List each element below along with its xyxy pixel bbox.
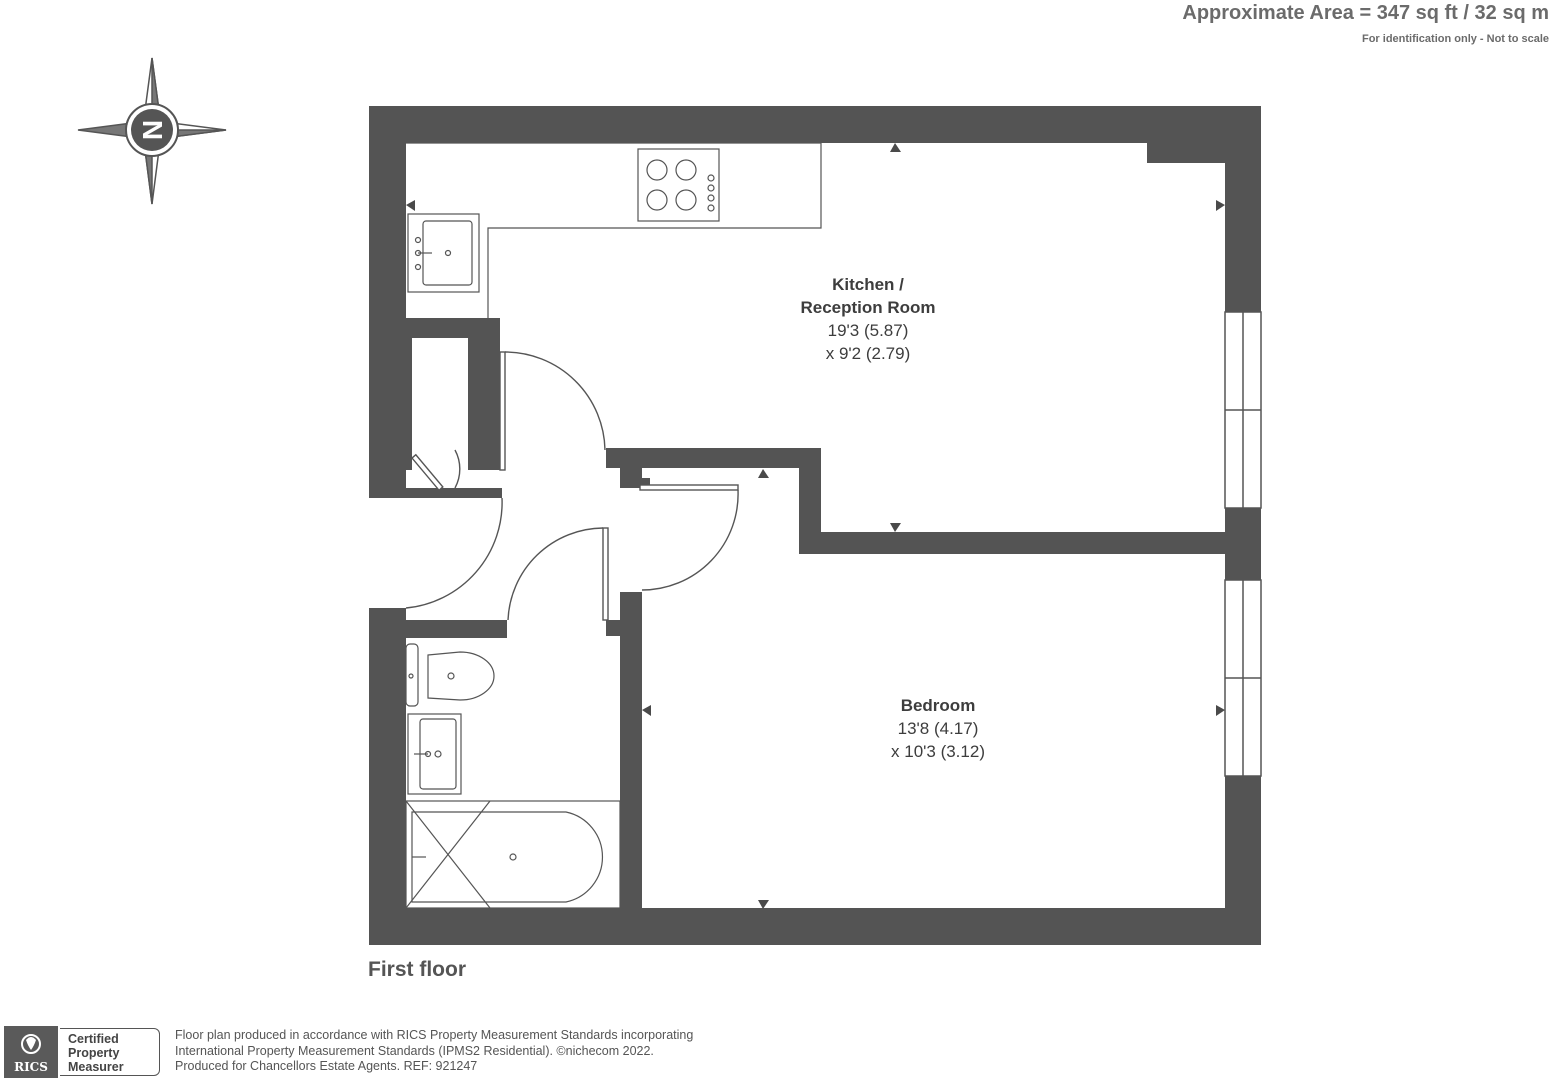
room-name: Kitchen / xyxy=(832,275,904,294)
rics-badge-text: RICS xyxy=(14,1060,48,1074)
bathroom-fittings xyxy=(405,643,621,909)
room-label-bedroom: Bedroom 13'8 (4.17) x 10'3 (3.12) xyxy=(891,694,985,763)
compass-icon: N xyxy=(77,57,227,205)
room-name: Reception Room xyxy=(800,298,936,317)
cert-line: Certified xyxy=(68,1032,119,1046)
lion-icon xyxy=(21,1034,41,1054)
approximate-area: Approximate Area = 347 sq ft / 32 sq m xyxy=(1182,2,1549,24)
windows xyxy=(1224,311,1262,777)
room-dimension: 19'3 (5.87) xyxy=(827,321,909,340)
identification-note: For identification only - Not to scale xyxy=(1361,33,1549,45)
room-name: Bedroom xyxy=(900,696,976,715)
doors xyxy=(405,351,739,621)
cert-line: Property xyxy=(68,1046,120,1060)
kitchen-fittings xyxy=(406,142,822,318)
footer-line: Floor plan produced in accordance with R… xyxy=(175,1028,694,1042)
walls xyxy=(369,106,1261,945)
certified-measurer-badge: Certified Property Measurer xyxy=(60,1028,160,1076)
dimension-arrows xyxy=(406,143,1225,909)
room-dimension: x 10'3 (3.12) xyxy=(891,742,985,761)
footer-line: Produced for Chancellors Estate Agents. … xyxy=(175,1059,478,1073)
room-label-kitchen-reception: Kitchen / Reception Room 19'3 (5.87) x 9… xyxy=(800,273,935,365)
footer-line: International Property Measurement Stand… xyxy=(175,1043,654,1058)
footer-disclaimer: Floor plan produced in accordance with R… xyxy=(175,1028,693,1075)
room-dimension: 13'8 (4.17) xyxy=(897,719,979,738)
rics-logo: RICS xyxy=(4,1026,58,1078)
room-dimension: x 9'2 (2.79) xyxy=(825,344,911,363)
cert-line: Measurer xyxy=(68,1060,124,1074)
compass-letter: N xyxy=(137,120,168,140)
floor-label: First floor xyxy=(368,958,466,981)
